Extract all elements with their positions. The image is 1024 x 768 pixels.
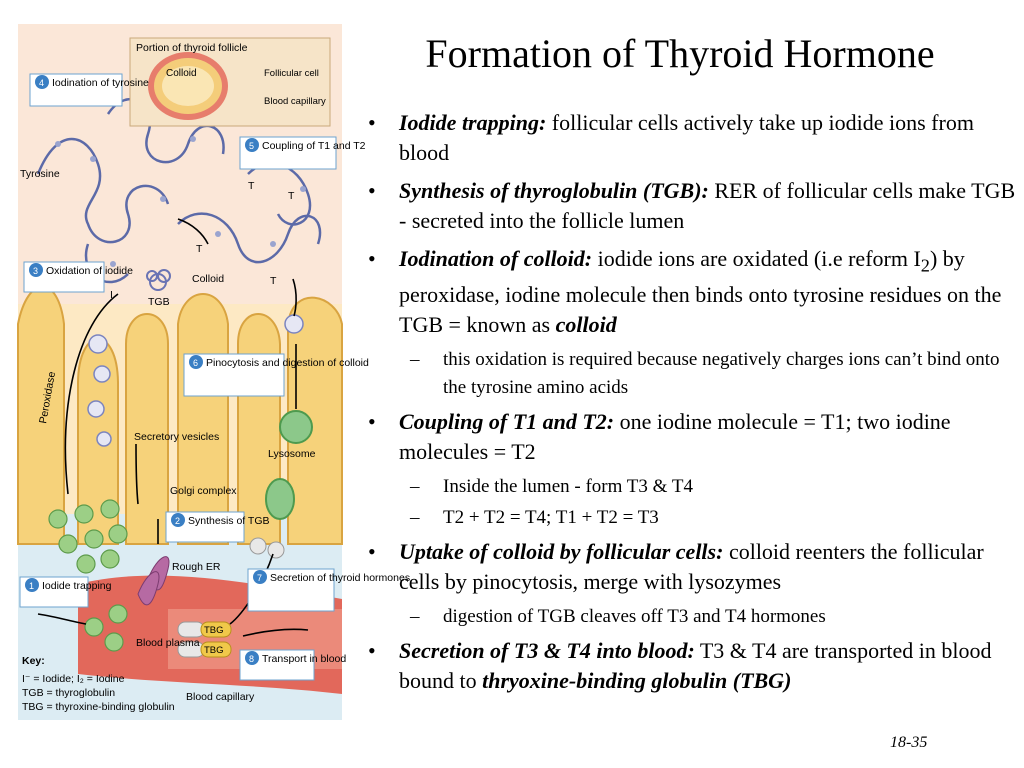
colloid-droplet — [284, 314, 304, 334]
label-tbg-2: TBG — [204, 645, 224, 656]
svg-text:Oxidation of iodide: Oxidation of iodide — [46, 265, 133, 277]
label-tyrosine: Tyrosine — [20, 168, 60, 180]
step-8: 8 Transport in blood — [239, 649, 346, 681]
sub-bullet-oxidation: –this oxidation is required because nega… — [410, 349, 1000, 399]
slide-number: 18-35 — [890, 734, 928, 751]
step-3: 3 Oxidation of iodide — [23, 261, 133, 293]
step-1: 1 Iodide trapping — [19, 576, 112, 608]
bullet-synthesis-tgb: •Synthesis of thyroglobulin (TGB): RER o… — [368, 178, 1016, 233]
bullet-secretion: •Secretion of T3 & T4 into blood: T3 & T… — [368, 638, 992, 694]
bullet-coupling: •Coupling of T1 and T2: one iodine molec… — [368, 409, 951, 465]
diagram-labels: Tyrosine T T T Colloid T I TGB Peroxidas… — [20, 168, 316, 703]
rough-er — [137, 556, 170, 606]
label-rough-er: Rough ER — [172, 561, 221, 573]
svg-text:2: 2 — [175, 516, 180, 526]
tbg-complexes — [177, 621, 232, 658]
svg-text:6: 6 — [193, 358, 198, 368]
svg-text:8: 8 — [249, 654, 254, 664]
sub-bullet-inside-lumen: –Inside the lumen - form T3 & T4 — [410, 476, 693, 498]
inset-colloid: Colloid — [166, 68, 197, 79]
label-lysosome: Lysosome — [268, 448, 316, 460]
inset-follicular-cell: Follicular cell — [264, 68, 319, 79]
label-t2: T — [288, 190, 295, 202]
sub-bullet-t2-t4: –T2 + T2 = T4; T1 + T2 = T3 — [410, 507, 659, 529]
inset-title: Portion of thyroid follicle — [136, 42, 248, 54]
label-tgb: TGB — [148, 296, 170, 308]
step-4: 4 Iodination of tyrosine — [29, 73, 149, 107]
diagram-key: Key: I⁻ = Iodide; I₂ = Iodine TGB = thyr… — [22, 655, 175, 713]
key-line-1: I⁻ = Iodide; I₂ = Iodine — [22, 673, 125, 685]
svg-text:7: 7 — [257, 573, 262, 583]
step-2: 2 Synthesis of TGB — [165, 511, 270, 543]
label-blood-capillary: Blood capillary — [186, 691, 255, 703]
svg-text:Iodide trapping: Iodide trapping — [42, 580, 112, 592]
label-i2: I — [110, 289, 113, 301]
arrows — [37, 218, 309, 637]
step-badges: 4 Iodination of tyrosine 5 Coupling of T1 … — [19, 73, 410, 681]
svg-text:Synthesis of TGB: Synthesis of TGB — [188, 515, 270, 527]
key-line-2: TGB = thyroglobulin — [22, 687, 115, 699]
secretory-vesicles — [87, 334, 112, 447]
bullet-iodide-trapping: •Iodide trapping: follicular cells activ… — [368, 110, 974, 165]
svg-text:Transport in blood: Transport in blood — [262, 653, 346, 665]
lysosome — [279, 410, 313, 444]
bullet-uptake: •Uptake of colloid by follicular cells: … — [368, 539, 984, 595]
label-secretory-vesicles: Secretory vesicles — [134, 431, 219, 443]
svg-text:Pinocytosis and digestion of c: Pinocytosis and digestion of colloid — [206, 357, 369, 369]
inset-blood-capillary: Blood capillary — [264, 96, 326, 107]
label-t4: T — [196, 243, 203, 255]
bullet-iodination: •Iodination of colloid: iodide ions are … — [368, 246, 1002, 338]
free-t3-t4 — [249, 537, 285, 559]
svg-text:4: 4 — [39, 78, 44, 88]
step-6: 6 Pinocytosis and digestion of colloid — [183, 353, 369, 397]
svg-text:1: 1 — [29, 581, 34, 591]
svg-text:Coupling of T1 and T2: Coupling of T1 and T2 — [262, 140, 366, 152]
label-tbg-1: TBG — [204, 625, 224, 636]
key-title: Key: — [22, 655, 45, 667]
bullet-list: •Iodide trapping: follicular cells activ… — [368, 108, 1018, 704]
svg-text:Iodination of tyrosine: Iodination of tyrosine — [52, 77, 149, 89]
label-t3: T — [270, 275, 277, 287]
svg-text:Secretion of thyroid hormones: Secretion of thyroid hormones — [270, 572, 410, 584]
step-7: 7 Secretion of thyroid hormones — [247, 568, 410, 612]
slide-title: Formation of Thyroid Hormone — [425, 31, 935, 76]
tgb-bundle — [146, 269, 171, 291]
key-line-3: TBG = thyroxine-binding globulin — [22, 701, 175, 713]
label-golgi: Golgi complex — [170, 485, 237, 497]
lysosome-t3-t4 — [265, 478, 295, 520]
follicle-inset: Portion of thyroid follicle Colloid Foll… — [129, 37, 331, 127]
iodide-ions — [48, 499, 128, 652]
thyroid-hormone-diagram: Portion of thyroid follicle Colloid Foll… — [17, 24, 410, 720]
label-t1: T — [248, 180, 255, 192]
svg-text:5: 5 — [249, 141, 254, 151]
label-colloid: Colloid — [192, 273, 224, 285]
label-blood-plasma: Blood plasma — [136, 637, 200, 649]
step-5: 5 Coupling of T1 and T2 — [239, 136, 366, 170]
svg-text:3: 3 — [33, 266, 38, 276]
sub-bullet-digestion: –digestion of TGB cleaves off T3 and T4 … — [410, 606, 826, 628]
